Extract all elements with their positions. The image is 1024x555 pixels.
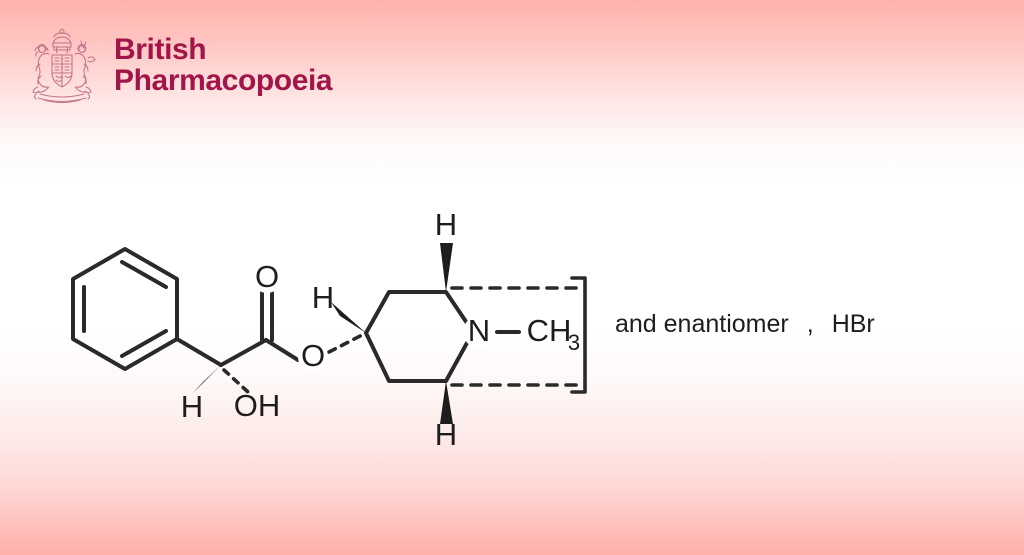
bond-carbonyl-to-ester-oxygen (264, 338, 300, 362)
atom-label-ring-hydrogen-bottom: H (435, 417, 457, 452)
atom-label-methyl: CH 3 (527, 313, 581, 355)
carbonyl-double-bond (260, 290, 274, 342)
svg-text:O: O (301, 338, 325, 373)
svg-text:H: H (181, 389, 203, 424)
hashed-bond-hydroxyl (222, 368, 250, 394)
brand-line-1: British (114, 33, 207, 66)
brand-line-2: Pharmacopoeia (114, 64, 333, 98)
piperidine-ring (364, 290, 475, 383)
wedge-bond-top-hydrogen (440, 243, 453, 292)
wedge-bond-left-hydrogen (331, 302, 366, 333)
brand-wordmark: British Pharmacopoeia (114, 33, 333, 98)
atom-label-stereo-hydrogen: H (181, 389, 203, 424)
structure-bracket (570, 276, 587, 394)
enantiomer-annotation: and enantiomer , HBr (615, 310, 875, 339)
svg-text:H: H (435, 417, 457, 452)
bond-stereocenter-to-carbonyl (219, 338, 268, 367)
wedge-bond-bottom-hydrogen (440, 381, 453, 424)
atom-label-carbonyl-oxygen: O (252, 259, 282, 294)
svg-text:3: 3 (568, 330, 580, 355)
bond-ring-to-stereocenter (175, 337, 223, 367)
atom-label-ring-hydrogen-left: H (312, 280, 334, 315)
royal-coat-of-arms-icon (32, 28, 96, 104)
atom-label-ester-oxygen: O (298, 338, 328, 373)
svg-text:OH: OH (234, 388, 281, 423)
svg-text:H: H (312, 280, 334, 315)
svg-text:N: N (468, 313, 490, 348)
svg-text:H: H (435, 207, 457, 242)
svg-text:O: O (255, 259, 279, 294)
atom-label-nitrogen: N (463, 313, 495, 348)
salt-label: HBr (831, 310, 875, 338)
brand-logo: British Pharmacopoeia (24, 28, 333, 108)
benzene-ring (71, 247, 179, 371)
annotation-comma: , (806, 310, 814, 338)
atom-label-ring-hydrogen-top: H (435, 207, 457, 242)
bond-ester-oxygen-to-ring (327, 332, 366, 354)
wedge-bond-stereo-hydrogen (192, 365, 221, 394)
enantiomer-label: and enantiomer (615, 310, 789, 338)
svg-text:CH: CH (527, 313, 572, 348)
atom-label-hydroxyl: OH (234, 388, 281, 423)
